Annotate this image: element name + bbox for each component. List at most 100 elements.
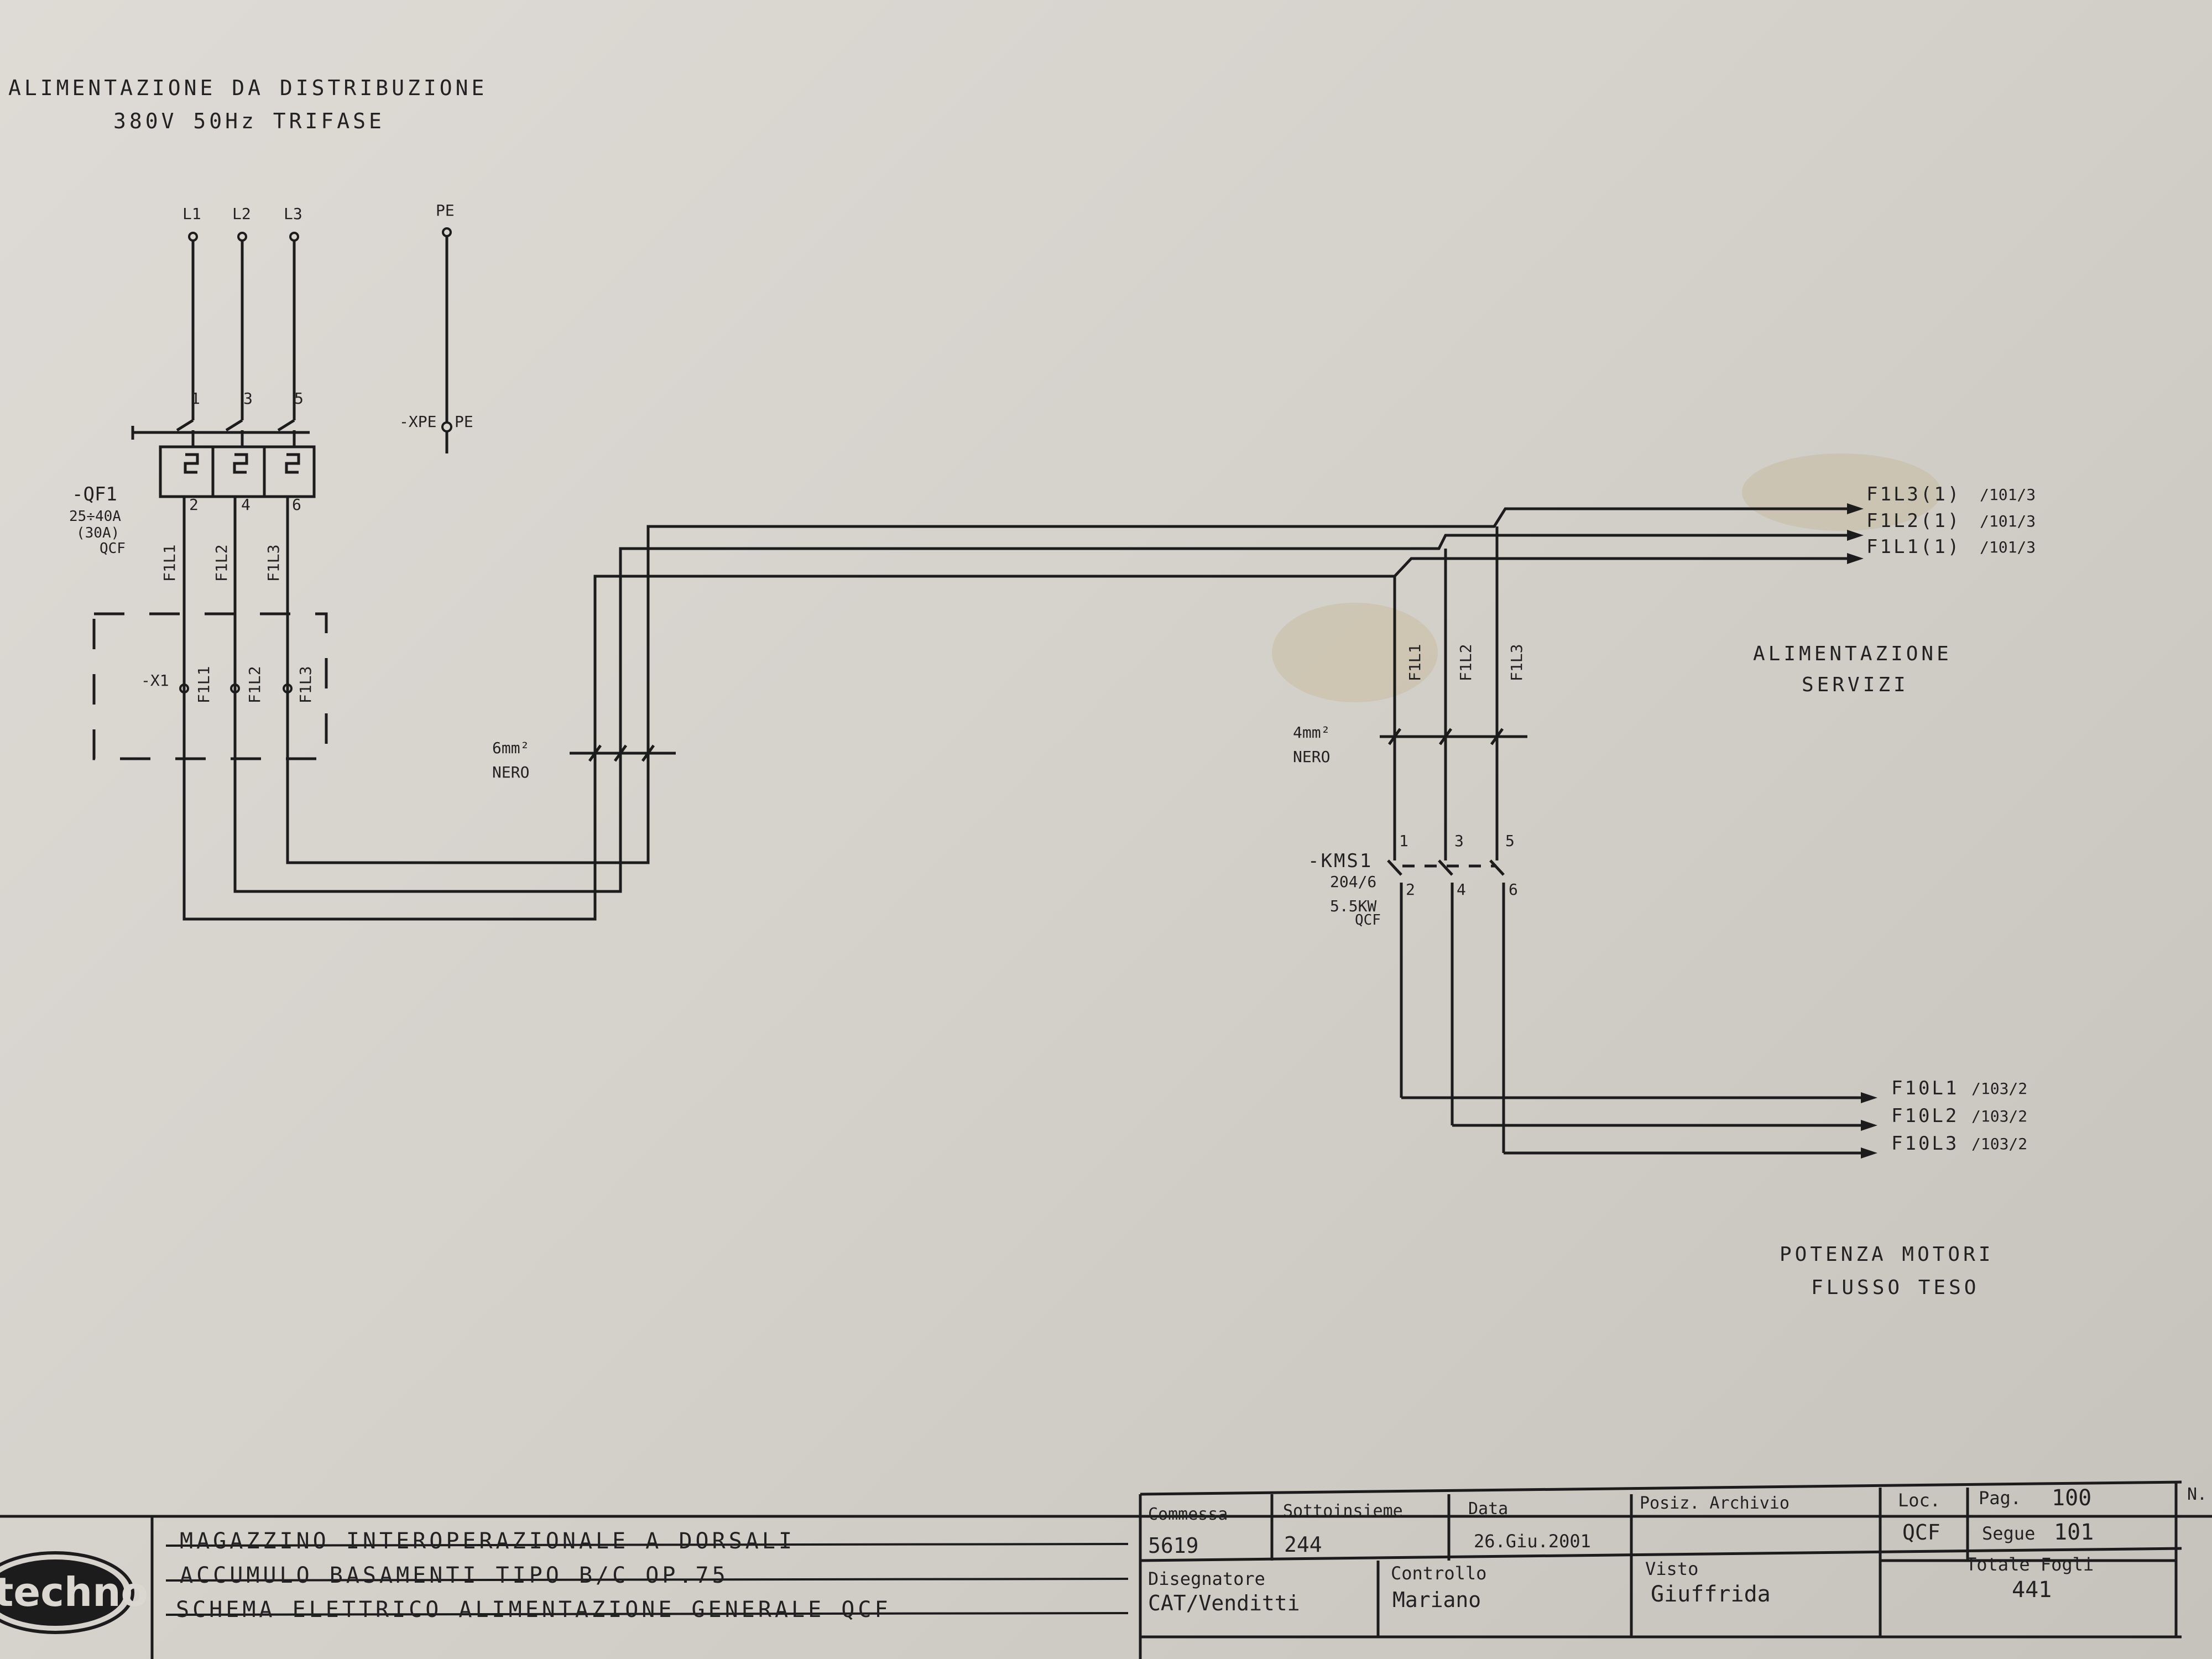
visto-label: Visto <box>1645 1558 1698 1579</box>
phase-label-l3: L3 <box>284 205 302 223</box>
motor-switch-kms1-symbol <box>1387 852 1877 1159</box>
title-block <box>0 1480 2212 1659</box>
breaker-terminal-4: 4 <box>241 495 251 514</box>
wire-label-f1l1: F1L1 <box>160 545 179 582</box>
output-label: F1L1(1) <box>1866 536 1961 558</box>
loc-label: Loc. <box>1898 1490 1940 1511</box>
data-label: Data <box>1468 1499 1508 1519</box>
breaker-terminal-1: 1 <box>191 389 200 408</box>
output-ref: /101/3 <box>1980 512 2036 530</box>
commessa-label: Commessa <box>1148 1505 1228 1524</box>
xpe-label: -XPE <box>399 413 436 431</box>
kms1-power: 5.5KW <box>1330 897 1376 915</box>
kms1-ref: 204/6 <box>1330 873 1376 891</box>
cable2-section: 4mm² <box>1293 723 1330 742</box>
xpe-terminal-label: PE <box>455 413 473 431</box>
kms1-terminal-3: 3 <box>1454 832 1464 850</box>
cable2-marker <box>1380 728 1527 745</box>
breaker-qf1-symbol <box>131 419 316 498</box>
supply-conductors <box>188 227 452 453</box>
wire-label-f1l2: F1L2 <box>212 545 231 582</box>
pe-terminal <box>441 421 452 432</box>
motor-output-label: F10L2 <box>1891 1105 1959 1127</box>
wire-label-f1l3: F1L3 <box>264 545 283 582</box>
segue-value: 101 <box>2054 1520 2094 1545</box>
service-arrows <box>1847 503 1864 564</box>
services-caption-line2: SERVIZI <box>1802 674 1909 696</box>
totale-fogli-value: 441 <box>2012 1577 2052 1603</box>
data-value: 26.Giu.2001 <box>1474 1531 1591 1552</box>
kms1-terminal-5: 5 <box>1505 832 1515 850</box>
phase-label-l1: L1 <box>182 205 201 223</box>
description-line2: ACCUMULO BASAMENTI TIPO B/C OP.75 <box>180 1563 729 1588</box>
commessa-value: 5619 <box>1148 1533 1199 1558</box>
breaker-terminal-6: 6 <box>292 495 301 514</box>
phase-label-l2: L2 <box>232 205 251 223</box>
motors-caption-line2: FLUSSO TESO <box>1811 1276 1979 1299</box>
motor-output-label: F10L1 <box>1891 1077 1959 1099</box>
output-ref: /101/3 <box>1980 538 2036 556</box>
cable1-color: NERO <box>492 763 529 781</box>
x1-terminal-label-f1l1: F1L1 <box>195 666 213 703</box>
kms1-terminal-4: 4 <box>1457 880 1466 899</box>
cable1-section: 6mm² <box>492 739 529 757</box>
kms1-terminal-6: 6 <box>1509 880 1518 899</box>
totale-fogli-label: Totale Fogli <box>1966 1554 2094 1575</box>
pe-label: PE <box>436 201 455 220</box>
main-wiring <box>182 497 1853 921</box>
breaker-terminal-3: 3 <box>243 389 253 408</box>
n-label: N. <box>2187 1485 2207 1504</box>
motor-output-ref: /103/2 <box>1971 1107 2027 1125</box>
kms1-terminal-1: 1 <box>1399 832 1408 850</box>
cable1-marker <box>570 744 676 762</box>
services-caption-line1: ALIMENTAZIONE <box>1753 643 1952 665</box>
service-wire-label-f1l1: F1L1 <box>1406 644 1424 681</box>
motor-output-label: F10L3 <box>1891 1133 1959 1155</box>
x1-terminal-label-f1l2: F1L2 <box>246 666 264 703</box>
supply-labels: L1 L2 L3 PE <box>182 201 455 223</box>
stain <box>1272 603 1438 702</box>
segue-label: Segue <box>1982 1523 2035 1544</box>
service-wire-label-f1l2: F1L2 <box>1457 644 1475 681</box>
breaker-tag: -QF1 <box>72 483 117 505</box>
controllo-label: Controllo <box>1391 1563 1486 1584</box>
sottoinsieme-label: Sottoinsieme <box>1283 1501 1403 1521</box>
pag-value: 100 <box>2052 1485 2091 1511</box>
breaker-rating: 25÷40A <box>69 508 121 525</box>
motor-output-ref: /103/2 <box>1971 1135 2027 1153</box>
logo-text: techno <box>0 1569 148 1615</box>
breaker-location: QCF <box>100 540 126 557</box>
output-label: F1L2(1) <box>1866 510 1961 532</box>
service-wire-label-f1l3: F1L3 <box>1507 644 1526 681</box>
sottoinsieme-value: 244 <box>1284 1532 1322 1557</box>
motor-output-ref: /103/2 <box>1971 1079 2027 1098</box>
motors-caption-line1: POTENZA MOTORI <box>1780 1243 1994 1266</box>
disegnatore-label: Disegnatore <box>1148 1568 1265 1589</box>
breaker-setting: (30A) <box>76 525 119 541</box>
description-line1: MAGAZZINO INTEROPERAZIONALE A DORSALI <box>180 1528 795 1554</box>
motor-output-labels: F10L1 /103/2 F10L2 /103/2 F10L3 /103/2 <box>1891 1077 2027 1155</box>
kms1-terminal-2: 2 <box>1406 880 1415 899</box>
kms1-tag: -KMS1 <box>1308 850 1373 872</box>
controllo-value: Mariano <box>1392 1588 1481 1612</box>
output-ref: /101/3 <box>1980 486 2036 504</box>
disegnatore-value: CAT/Venditti <box>1148 1591 1300 1615</box>
output-label: F1L3(1) <box>1866 483 1961 505</box>
breaker-terminal-5: 5 <box>294 389 304 408</box>
loc-value: QCF <box>1902 1520 1940 1545</box>
x1-terminal-label-f1l3: F1L3 <box>296 666 315 703</box>
header-title: ALIMENTAZIONE DA DISTRIBUZIONE <box>8 76 487 100</box>
visto-value: Giuffrida <box>1651 1582 1771 1607</box>
company-logo: techno <box>0 1551 148 1634</box>
kms1-location: QCF <box>1355 912 1381 928</box>
stain <box>1742 453 1941 531</box>
cable2-color: NERO <box>1293 748 1330 766</box>
description-line3: SCHEMA ELETTRICO ALIMENTAZIONE GENERALE … <box>176 1597 891 1623</box>
header-subtitle: 380V 50Hz TRIFASE <box>113 109 385 133</box>
pag-label: Pag. <box>1979 1488 2021 1509</box>
terminal-block-x1-box <box>92 612 328 760</box>
terminal-block-tag: -X1 <box>141 671 169 690</box>
services-output-labels: F1L3(1) /101/3 F1L2(1) /101/3 F1L1(1) /1… <box>1866 483 2036 558</box>
